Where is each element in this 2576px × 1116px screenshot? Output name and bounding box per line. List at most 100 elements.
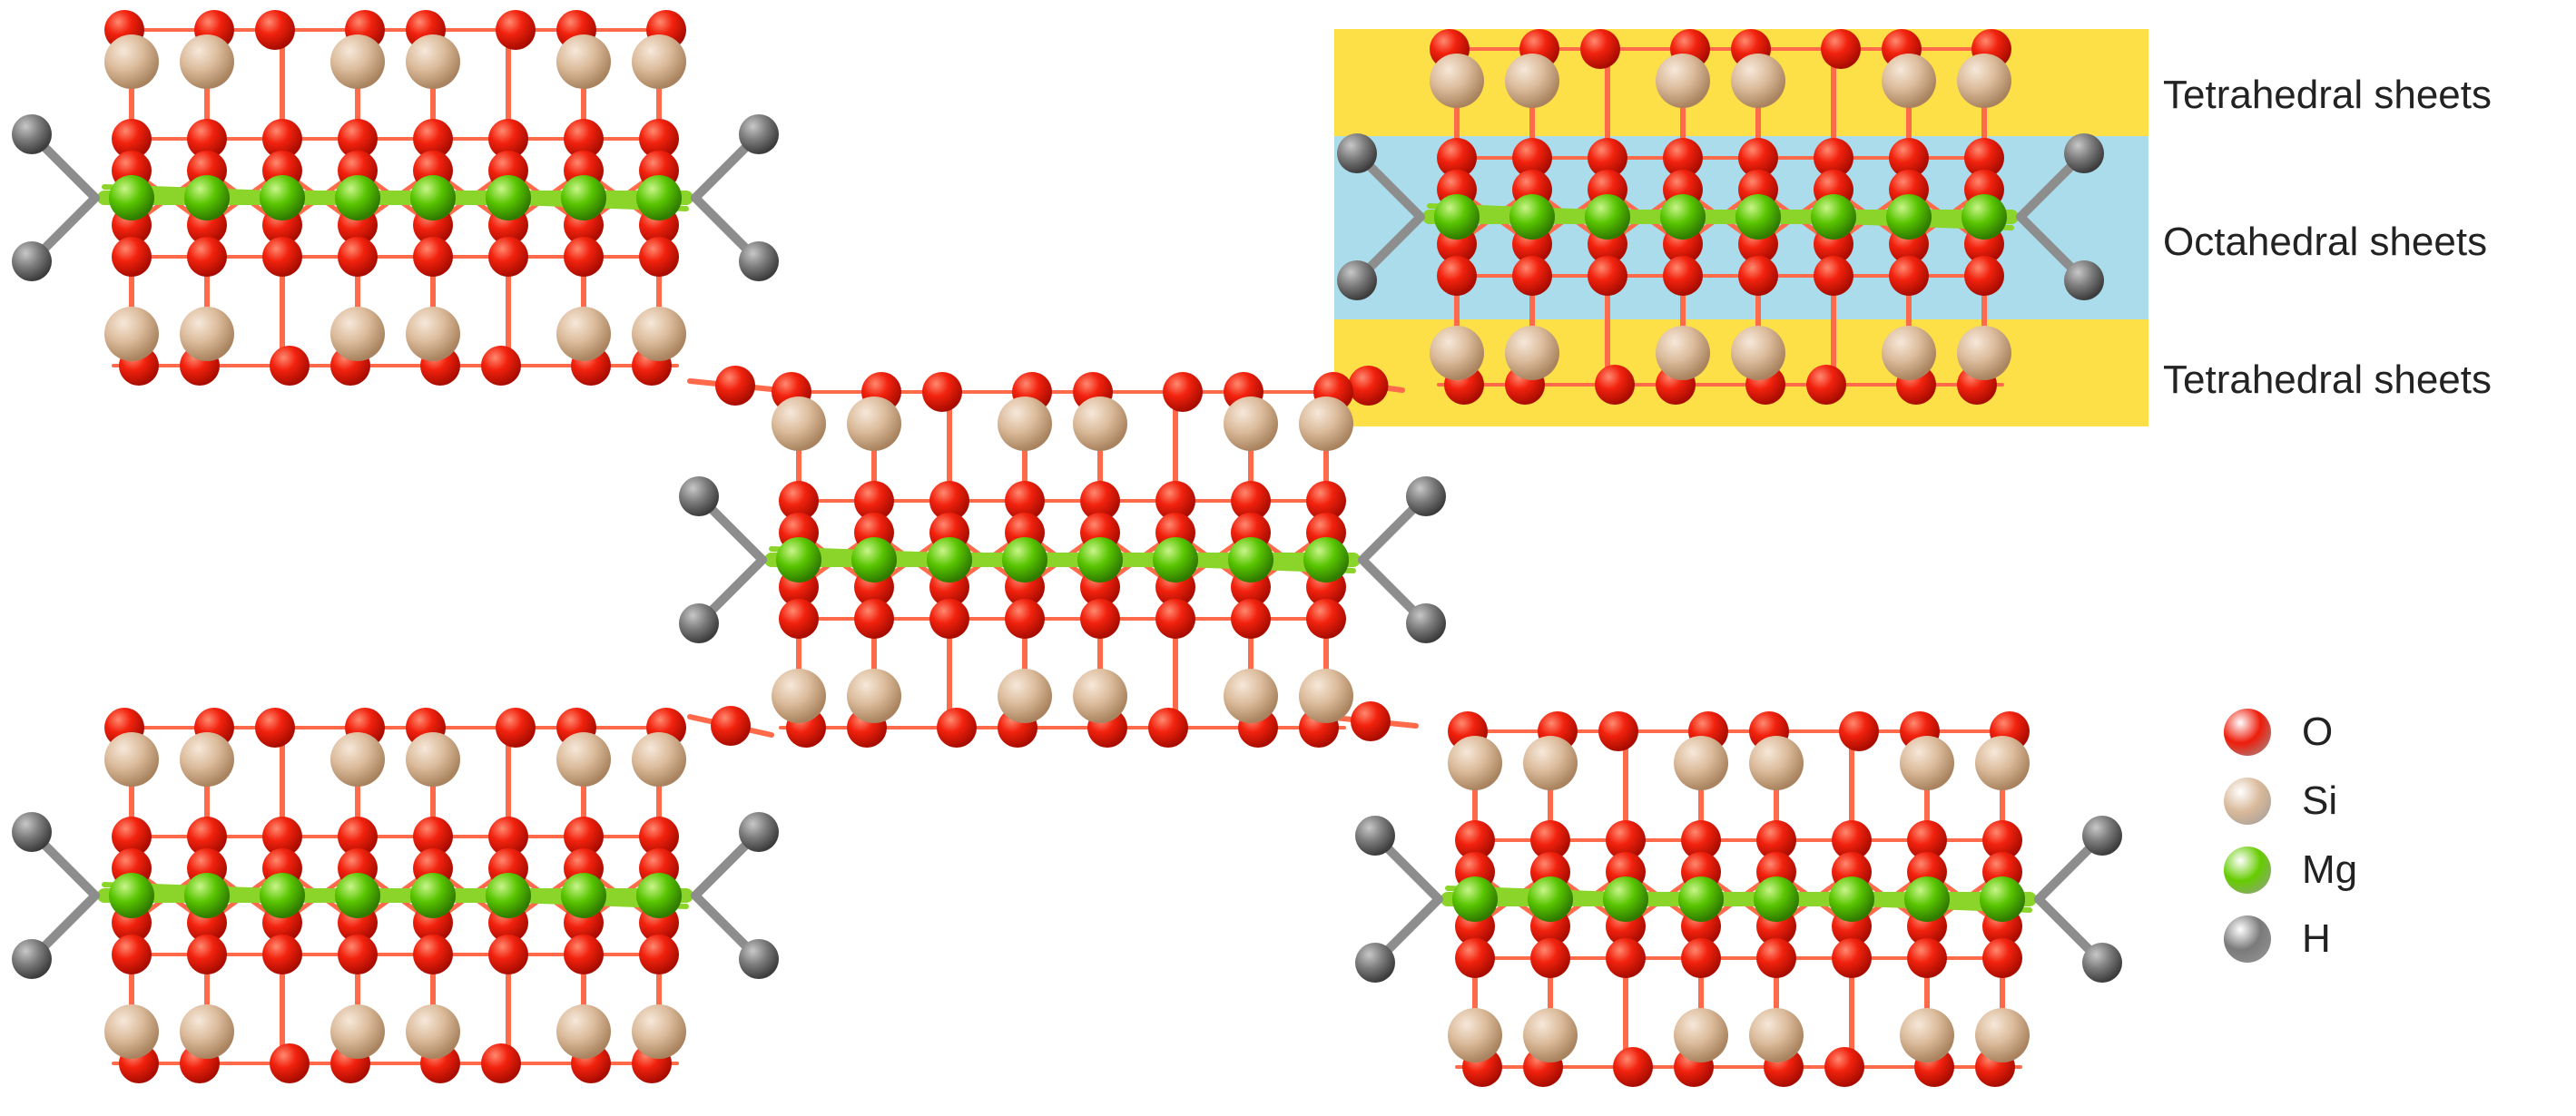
silicon-atom bbox=[1882, 326, 1936, 380]
legend-item-mg: Mg bbox=[2224, 841, 2357, 899]
magnesium-atom bbox=[1735, 194, 1781, 240]
oxygen-atom bbox=[1889, 138, 1929, 178]
silicon-atom bbox=[104, 307, 159, 361]
hydrogen-atom bbox=[2082, 816, 2122, 856]
magnesium-atom bbox=[335, 873, 380, 918]
silicon-atom bbox=[998, 669, 1052, 723]
oxygen-atom bbox=[1231, 481, 1271, 521]
bridging-oxygen-atom bbox=[1348, 366, 1389, 406]
silicon-atom bbox=[330, 1004, 385, 1059]
oxygen-atom bbox=[1907, 938, 1947, 978]
magnesium-atom bbox=[1754, 876, 1799, 922]
legend-item-si: Si bbox=[2224, 772, 2337, 830]
magnesium-atom bbox=[1585, 194, 1630, 240]
legend-label-h: H bbox=[2302, 916, 2331, 961]
magnesium-atom bbox=[260, 175, 305, 220]
hydrogen-atom bbox=[1337, 133, 1377, 173]
oxygen-atom bbox=[338, 119, 378, 159]
hydrogen-atom bbox=[739, 241, 779, 281]
legend-label-si: Si bbox=[2302, 778, 2338, 823]
oxygen-atom bbox=[639, 935, 679, 974]
oxygen-atom bbox=[1663, 138, 1703, 178]
magnesium-atom bbox=[1509, 194, 1555, 240]
silicon-atom bbox=[1505, 326, 1559, 380]
oxygen-atom bbox=[1080, 481, 1120, 521]
silicon-atom bbox=[1299, 396, 1353, 451]
legend-label-mg: Mg bbox=[2302, 847, 2358, 892]
silicon-atom bbox=[406, 34, 460, 89]
oxygen-atom bbox=[937, 708, 977, 748]
oxygen-atom bbox=[564, 119, 604, 159]
magnesium-atom bbox=[410, 873, 456, 918]
oxygen-atom bbox=[338, 935, 378, 974]
silicon-atom bbox=[1749, 1008, 1804, 1062]
magnesium-atom bbox=[636, 175, 682, 220]
silicon-atom bbox=[1674, 736, 1728, 790]
silicon-atom bbox=[406, 1004, 460, 1059]
magnesium-atom bbox=[109, 175, 154, 220]
ribbon-top-left bbox=[12, 10, 779, 386]
oxygen-atom bbox=[1663, 256, 1703, 296]
silicon-atom bbox=[556, 732, 611, 787]
silicon-atom bbox=[406, 307, 460, 361]
oxygen-atom bbox=[413, 935, 453, 974]
silicon-atom bbox=[330, 732, 385, 787]
silicon-atom bbox=[1882, 54, 1936, 108]
oxygen-atom bbox=[270, 1043, 310, 1083]
tetrahedral-sheets-label-bottom: Tetrahedral sheets bbox=[2163, 357, 2492, 402]
silicon-atom bbox=[1656, 54, 1710, 108]
oxygen-atom bbox=[779, 481, 819, 521]
oxygen-atom bbox=[1588, 256, 1627, 296]
silicon-atom bbox=[1731, 54, 1785, 108]
silicon-atom bbox=[104, 732, 159, 787]
oxygen-atom bbox=[1832, 938, 1872, 978]
magnesium-atom bbox=[1678, 876, 1724, 922]
silicon-atom bbox=[556, 34, 611, 89]
oxygen-atom bbox=[413, 237, 453, 277]
oxygen-atom bbox=[1005, 481, 1045, 521]
legend-swatch-o bbox=[2224, 709, 2271, 756]
silicon-atom bbox=[180, 1004, 234, 1059]
oxygen-atom bbox=[1982, 820, 2022, 860]
legend-swatch-mg bbox=[2224, 847, 2271, 894]
oxygen-atom bbox=[922, 372, 962, 412]
magnesium-atom bbox=[184, 873, 230, 918]
hydrogen-atom bbox=[2064, 133, 2104, 173]
silicon-atom bbox=[1731, 326, 1785, 380]
hydrogen-atom bbox=[12, 114, 52, 154]
silicon-atom bbox=[1430, 54, 1484, 108]
tetrahedral-sheets-label-top: Tetrahedral sheets bbox=[2163, 73, 2492, 117]
oxygen-atom bbox=[1814, 256, 1853, 296]
oxygen-atom bbox=[338, 237, 378, 277]
ribbon-top-right bbox=[1337, 29, 2104, 405]
oxygen-atom bbox=[1907, 820, 1947, 860]
oxygen-atom bbox=[1437, 256, 1477, 296]
oxygen-atom bbox=[1839, 711, 1879, 751]
oxygen-atom bbox=[488, 237, 528, 277]
oxygen-atom bbox=[1080, 599, 1120, 639]
magnesium-atom bbox=[486, 873, 531, 918]
oxygen-atom bbox=[854, 481, 894, 521]
magnesium-atom bbox=[260, 873, 305, 918]
silicon-atom bbox=[1523, 1008, 1578, 1062]
silicon-atom bbox=[1430, 326, 1484, 380]
hydrogen-atom bbox=[739, 114, 779, 154]
hydrogen-atom bbox=[2082, 943, 2122, 983]
oxygen-atom bbox=[187, 817, 227, 857]
hydrogen-atom bbox=[12, 812, 52, 852]
oxygen-atom bbox=[1756, 938, 1796, 978]
oxygen-atom bbox=[1580, 29, 1620, 69]
oxygen-atom bbox=[1155, 599, 1195, 639]
oxygen-atom bbox=[262, 817, 302, 857]
silicon-atom bbox=[1749, 736, 1804, 790]
silicon-atom bbox=[1073, 669, 1127, 723]
magnesium-atom bbox=[851, 537, 897, 582]
oxygen-atom bbox=[338, 817, 378, 857]
hydrogen-atom bbox=[739, 812, 779, 852]
oxygen-atom bbox=[187, 119, 227, 159]
bridging-oxygen-atom bbox=[711, 706, 751, 746]
silicon-atom bbox=[772, 669, 826, 723]
oxygen-atom bbox=[1832, 820, 1872, 860]
magnesium-atom bbox=[1434, 194, 1480, 240]
magnesium-atom bbox=[1980, 876, 2025, 922]
